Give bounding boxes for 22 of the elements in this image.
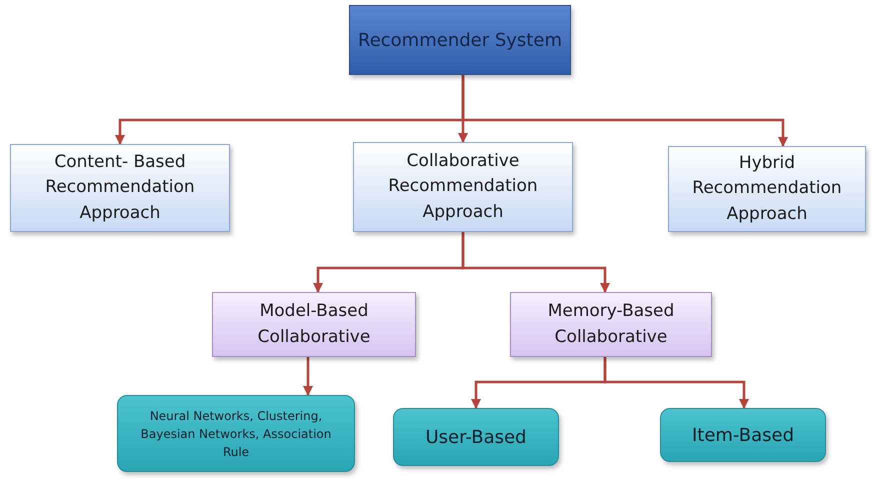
- box-label: Recommender System: [358, 28, 562, 52]
- method-box: [117, 395, 355, 472]
- category-box: [212, 292, 416, 357]
- method-box: [660, 408, 826, 462]
- connector-arrow: [462, 75, 788, 147]
- box-label: Neural Networks, Clustering, Bayesian Networks, Association Rule: [140, 408, 332, 460]
- box-label: User-Based: [426, 426, 526, 450]
- connector-arrow: [303, 357, 313, 396]
- root-box: [349, 5, 571, 75]
- box-label: Content- Based Recommendation Approach: [44, 150, 196, 225]
- box-label: Memory-Based Collaborative: [546, 300, 676, 348]
- connector-arrow: [604, 357, 749, 409]
- approach-box: [668, 146, 866, 232]
- approach-box: [10, 144, 230, 232]
- box-label: Item-Based: [692, 424, 794, 448]
- approach-box: [353, 142, 573, 232]
- category-box: [510, 292, 712, 357]
- box-label: Hybrid Recommendation Approach: [691, 152, 843, 226]
- connector-arrow: [462, 232, 610, 293]
- method-box: [393, 408, 559, 466]
- box-label: Model-Based Collaborative: [256, 300, 372, 348]
- box-label: Collaborative Recommendation Approach: [387, 150, 539, 224]
